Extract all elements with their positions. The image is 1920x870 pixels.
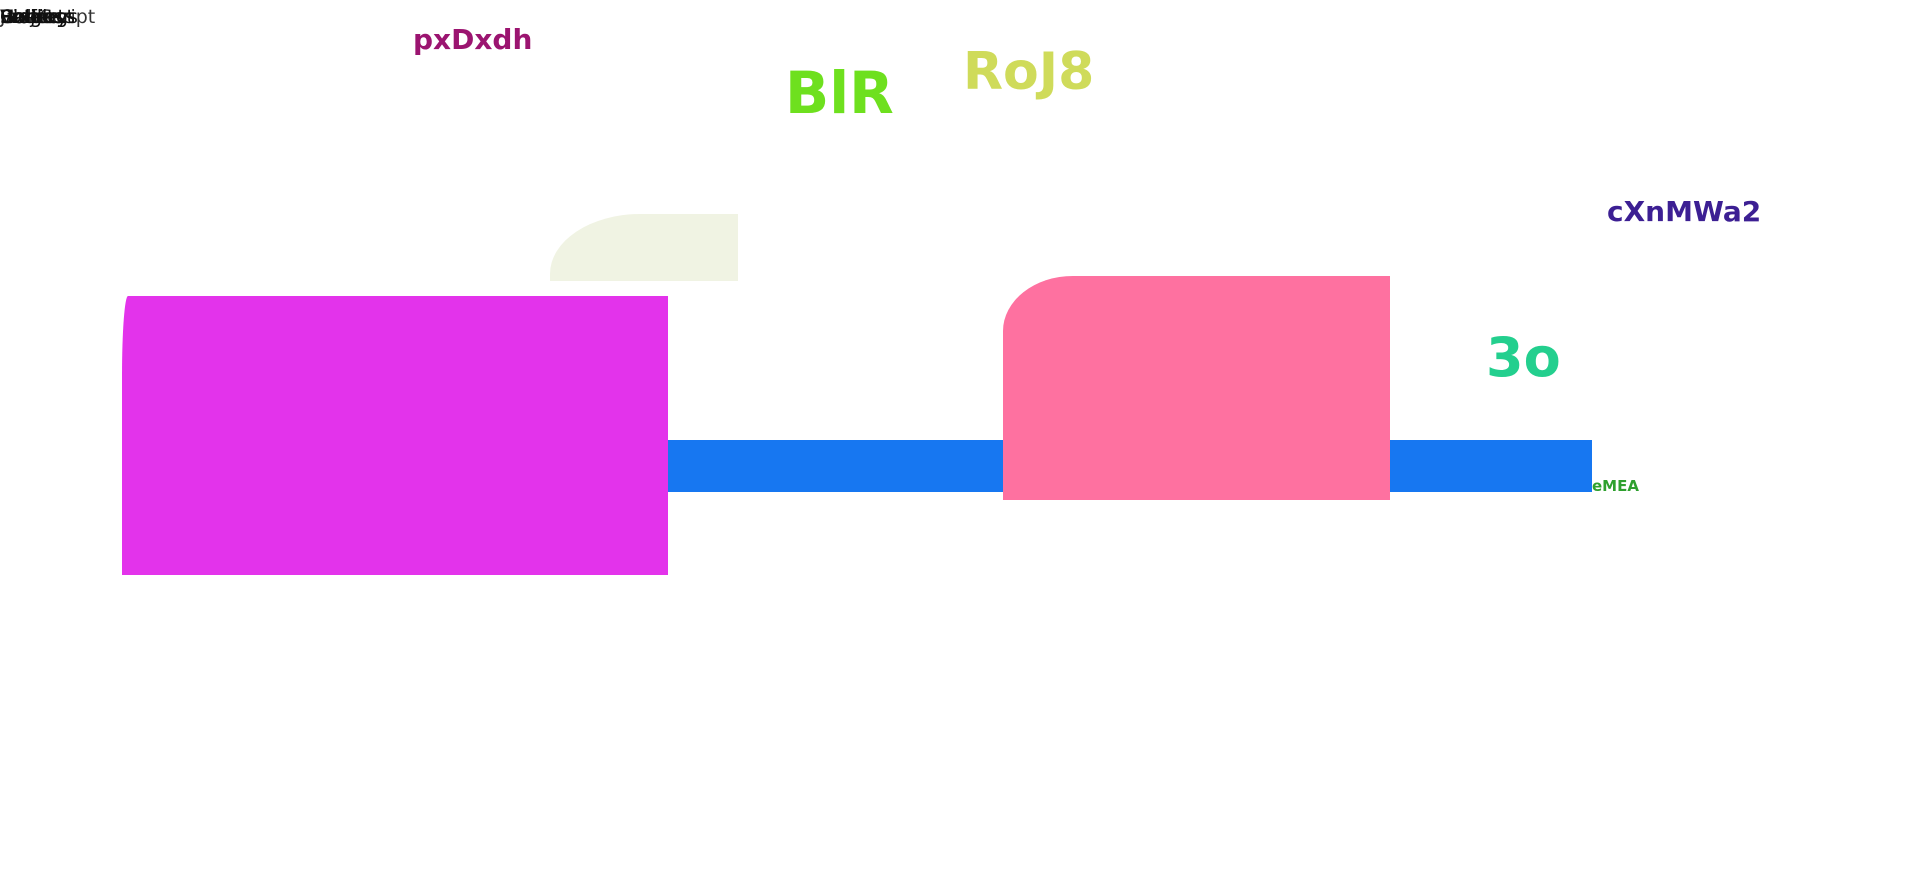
magenta-block: [122, 296, 668, 575]
nav-link-contact[interactable]: Contact: [0, 6, 74, 28]
label-cxnmwa2: cXnMWa2: [1607, 195, 1762, 228]
nav-link-home[interactable]: Home: [0, 6, 57, 28]
nav-link-gallery[interactable]: Gallery: [0, 6, 68, 28]
label-3o: 3o: [1486, 326, 1561, 389]
nav-link-javascript[interactable]: JavaScript: [0, 6, 96, 28]
nav-link-videos[interactable]: Videos: [0, 6, 64, 28]
pale-tab-shape: [550, 214, 738, 281]
label-emea: eMEA: [1592, 477, 1639, 495]
stacked-nav-links: JavaScript Projects Videos Blog Home Gal…: [0, 6, 120, 30]
nav-link-profile[interactable]: Profile: [0, 6, 60, 28]
nav-link-blog[interactable]: Blog: [0, 6, 42, 28]
nav-link-settings[interactable]: Settings: [0, 6, 78, 28]
label-pxdxdh: pxDxdh: [413, 23, 533, 56]
label-blr: BlR: [785, 59, 894, 127]
nav-link-projects[interactable]: Projects: [0, 6, 75, 28]
nav-link-events[interactable]: Events: [0, 6, 65, 28]
label-roj8: RoJ8: [963, 42, 1095, 102]
pink-block: [1003, 276, 1390, 500]
